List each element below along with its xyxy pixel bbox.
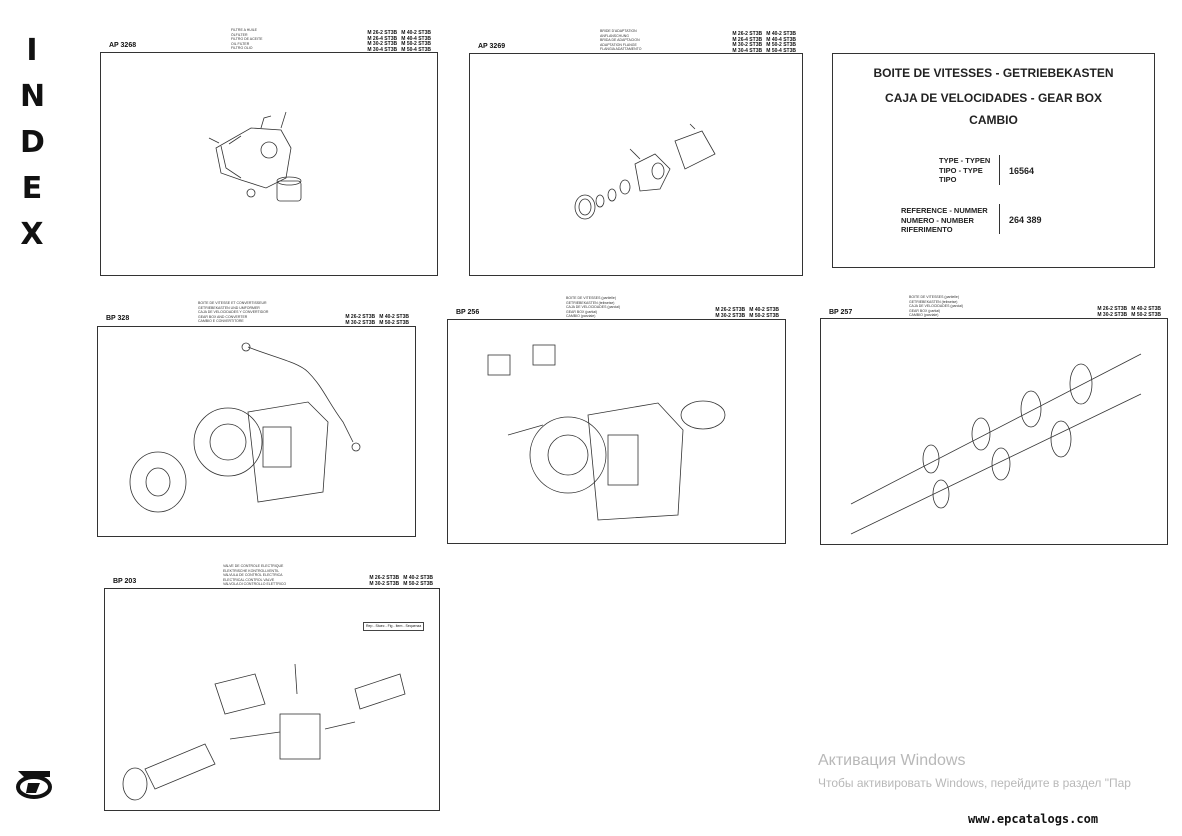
electrical-control-valve-drawing [122, 663, 406, 801]
reference-label: REFERENCE - NUMMER NUMERO - NUMBER RIFER… [901, 206, 988, 234]
sheet-code: BP 328 [106, 315, 130, 322]
sheet-bp203[interactable]: BP 203 VALVE DE CONTROLE ELECTRIQUE ELEK… [104, 564, 440, 811]
type-divider [999, 155, 1000, 185]
cover-title-line: BOITE DE VITESSES - GETRIEBEKASTEN [873, 66, 1114, 80]
sheet-ap3268[interactable]: AP 3268 FILTRE A HUILE ÖLFILTER FILTRO D… [100, 28, 438, 276]
sheet-models: M 26-2 ST3B M 40-2 ST3B M 30-2 ST3B M 50… [345, 314, 409, 326]
sheet-description: BOITE DE VITESSE ET CONVERTISSEUR GETRIE… [198, 301, 269, 323]
sheet-bp256[interactable]: BP 256 BOITE DE VITESSES (partielle) GET… [447, 296, 786, 544]
sheet-description: VALVE DE CONTROLE ELECTRIQUE ELEKTRISCHE… [223, 564, 287, 586]
sheet-models: M 26-2 ST3B M 40-2 ST3B M 30-2 ST3B M 50… [1097, 306, 1161, 318]
sheet-bp257[interactable]: BP 257 BOITE DE VITESSES (partielle) GET… [820, 295, 1168, 545]
windows-activation-subtitle: Чтобы активировать Windows, перейдите в … [818, 776, 1131, 790]
windows-activation-title: Активация Windows [818, 752, 966, 769]
sheet-description: BOITE DE VITESSES (partielle) GETRIEBEKA… [909, 295, 964, 317]
site-url: www.epcatalogs.com [968, 812, 1099, 826]
index-letter: I [26, 33, 38, 68]
sheet-description: BRIDE D'ADAPTATION ANFLANSCHUNG BRIDA DE… [600, 29, 642, 51]
sheet-models: M 26-2 ST3B M 40-2 ST3B M 30-2 ST3B M 50… [369, 575, 433, 587]
sheet-description: FILTRE A HUILE ÖLFILTER FILTRO DE ACEITE… [231, 28, 263, 50]
sheet-code: BP 203 [113, 578, 137, 585]
sheet-models: M 26-2 ST3B M 40-2 ST3B M 26-4 ST3B M 40… [367, 30, 431, 53]
reference-divider [999, 204, 1000, 234]
gearbox-converter-drawing [129, 342, 361, 513]
brand-logo-icon [16, 771, 52, 799]
sheet-ap3269[interactable]: AP 3269 BRIDE D'ADAPTATION ANFLANSCHUNG … [469, 29, 803, 276]
index-letter: D [20, 125, 45, 160]
sheet-code: AP 3268 [109, 42, 137, 49]
adaptation-flange-drawing [574, 123, 716, 220]
cover-panel: BOITE DE VITESSES - GETRIEBEKASTEN CAJA … [832, 53, 1155, 268]
sheet-bp328[interactable]: BP 328 BOITE DE VITESSE ET CONVERTISSEUR… [97, 301, 416, 537]
sheet-description: BOITE DE VITESSES (partielle) GETRIEBEKA… [566, 296, 621, 318]
sheet-models: M 26-2 ST3B M 40-2 ST3B M 26-4 ST3B M 40… [732, 31, 796, 54]
gearbox-shafts-exploded-drawing [850, 353, 1142, 535]
sheet-code: AP 3269 [478, 43, 506, 50]
index-letter: N [20, 79, 46, 114]
type-label: TYPE - TYPEN TIPO - TYPE TIPO [939, 156, 991, 184]
sheet-code: BP 257 [829, 309, 853, 316]
reference-value: 264 389 [1009, 215, 1042, 225]
index-vertical-title: I N D E X [20, 28, 46, 258]
cover-title-line: CAJA DE VELOCIDADES - GEAR BOX [885, 91, 1102, 105]
sequence-legend: Rep - Stuec - Fig - Item - Sequenza [363, 622, 425, 631]
type-value: 16564 [1009, 166, 1035, 176]
gearbox-partial-drawing [487, 344, 726, 521]
oil-filter-drawing [208, 111, 302, 202]
index-letter: E [21, 171, 43, 206]
cover-title-line: CAMBIO [969, 113, 1018, 127]
index-letter: X [20, 217, 44, 252]
sheet-code: BP 256 [456, 309, 480, 316]
sheet-models: M 26-2 ST3B M 40-2 ST3B M 30-2 ST3B M 50… [715, 307, 779, 319]
